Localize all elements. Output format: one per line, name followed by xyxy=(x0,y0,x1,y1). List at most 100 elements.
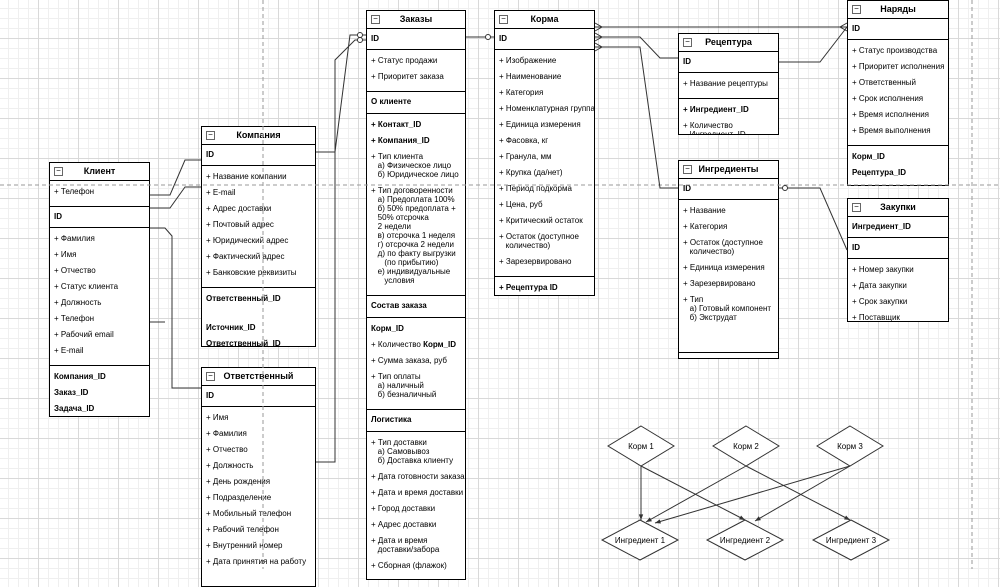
field-row[interactable]: Заказ_ID xyxy=(54,388,89,397)
field-row[interactable]: + Адрес доставки xyxy=(206,204,272,213)
primary-key-field[interactable]: ID xyxy=(679,179,778,200)
field-row[interactable]: Компания_ID xyxy=(54,372,106,381)
field-row[interactable]: + Тип оплаты а) наличный б) безналичный xyxy=(371,372,437,399)
table-header[interactable]: −Ингредиенты xyxy=(679,161,778,179)
primary-key-field[interactable]: ID xyxy=(848,19,948,40)
primary-key-field[interactable]: Ингредиент_ID xyxy=(848,217,948,238)
collapse-toggle-icon[interactable]: − xyxy=(683,38,692,47)
field-row[interactable]: + Банковские реквизиты xyxy=(206,268,297,277)
field-row[interactable]: + Зарезервировано xyxy=(499,257,572,266)
field-row[interactable]: + Статус клиента xyxy=(54,282,119,291)
field-row[interactable]: + Дата закупки xyxy=(852,281,907,290)
field-row[interactable]: + Имя xyxy=(54,250,77,259)
field-row[interactable]: + Номенклатурная группа xyxy=(499,104,595,113)
field-row[interactable]: + Статус производства xyxy=(852,46,938,55)
field-row[interactable]: + Сборная (флажок) xyxy=(371,561,447,570)
primary-key-field[interactable]: ID xyxy=(202,145,315,166)
field-row[interactable]: + Крупка (да/нет) xyxy=(499,168,563,177)
field-row[interactable]: + Гранула, мм xyxy=(499,152,552,161)
field-row[interactable]: + Единица измерения xyxy=(683,263,765,272)
field-row[interactable]: + Номер закупки xyxy=(852,265,914,274)
field-row[interactable]: + Фасовка, кг xyxy=(499,136,549,145)
primary-key-field[interactable]: ID xyxy=(202,386,315,407)
field-row[interactable]: Ответственный_ID xyxy=(206,339,281,347)
field-row[interactable]: + Город доставки xyxy=(371,504,436,513)
field-row[interactable]: + Рабочий телефон xyxy=(206,525,279,534)
collapse-toggle-icon[interactable]: − xyxy=(206,372,215,381)
field-row[interactable]: + Остаток (доступное количество) xyxy=(499,232,579,250)
field-row[interactable]: + Ингредиент_ID xyxy=(683,105,749,114)
field-row[interactable]: + Дата готовности заказа xyxy=(371,472,465,481)
field-row[interactable]: + Поставщик xyxy=(852,313,900,322)
field-row[interactable]: + Название рецептуры xyxy=(683,79,768,88)
field-row[interactable]: + Имя xyxy=(206,413,229,422)
field-row[interactable]: + Время исполнения xyxy=(852,110,930,119)
field-row[interactable]: + Телефон xyxy=(54,314,95,323)
collapse-toggle-icon[interactable]: − xyxy=(206,131,215,140)
field-row[interactable]: + Срок закупки xyxy=(852,297,908,306)
field-row[interactable]: + Должность xyxy=(54,298,102,307)
field-row[interactable]: + Количество Корм_ID xyxy=(367,340,465,349)
field-row[interactable]: + Ответственный xyxy=(852,78,917,87)
field-row[interactable]: + Рабочий email xyxy=(54,330,114,339)
field-row[interactable]: + Тип договоренности а) Предоплата 100% … xyxy=(371,186,456,285)
field-row[interactable]: + Дата и время доставки xyxy=(371,488,464,497)
field-row[interactable]: + Период подкорма xyxy=(499,184,572,193)
field-row[interactable]: + Мобильный телефон xyxy=(206,509,292,518)
field-row[interactable]: + Категория xyxy=(683,222,728,231)
field-row[interactable]: + Срок исполнения xyxy=(852,94,924,103)
field-row[interactable]: + Название xyxy=(683,206,726,215)
field-row[interactable]: + Фамилия xyxy=(206,429,247,438)
field-row[interactable]: + Статус продажи xyxy=(371,56,438,65)
field-row[interactable]: Ответственный_ID xyxy=(206,294,281,303)
collapse-toggle-icon[interactable]: − xyxy=(54,167,63,176)
field-row[interactable]: + Фамилия xyxy=(54,234,95,243)
field-row[interactable]: + Адрес доставки xyxy=(371,520,437,529)
field-row[interactable]: + Цена, руб xyxy=(499,200,543,209)
collapse-toggle-icon[interactable]: − xyxy=(499,15,508,24)
field-row[interactable]: + Контакт_ID xyxy=(371,120,422,129)
field-row[interactable]: Задача_ID xyxy=(54,404,95,413)
field-row[interactable]: + Дата и время доставки/забора xyxy=(371,536,440,554)
field-row[interactable]: + Почтовый адрес xyxy=(206,220,274,229)
field-row[interactable]: + Отчество xyxy=(206,445,248,454)
table-header[interactable]: −Ответственный xyxy=(202,368,315,386)
field-row[interactable]: + Тип доставки а) Самовывоз б) Доставка … xyxy=(371,438,454,465)
table-header[interactable]: −Наряды xyxy=(848,1,948,19)
field-row[interactable]: + Зарезервировано xyxy=(683,279,756,288)
field-row[interactable]: Корм_ID xyxy=(371,324,404,333)
field-row[interactable]: + Тип а) Готовый компонент б) Экструдат xyxy=(683,295,772,322)
table-header[interactable]: −Заказы xyxy=(367,11,465,29)
field-row[interactable]: Источник_ID xyxy=(206,323,256,332)
field-row[interactable]: + Телефон xyxy=(54,187,95,196)
table-header[interactable]: −Рецептура xyxy=(679,34,778,52)
field-row[interactable]: + Дата принятия на работу xyxy=(206,557,307,566)
field-row[interactable]: + День рождения xyxy=(206,477,271,486)
field-row[interactable]: + Изображение xyxy=(499,56,557,65)
field-row[interactable]: + Должность xyxy=(206,461,254,470)
field-row[interactable]: + E-mail xyxy=(54,346,84,355)
primary-key-field[interactable]: ID xyxy=(367,29,465,50)
collapse-toggle-icon[interactable]: − xyxy=(371,15,380,24)
field-row[interactable]: Рецептура_ID xyxy=(852,168,907,177)
field-row[interactable]: + E-mail xyxy=(206,188,236,197)
table-header[interactable]: −Закупки xyxy=(848,199,948,217)
field-row[interactable]: + Тип клиента а) Физическое лицо б) Юрид… xyxy=(371,152,459,179)
field-row[interactable]: + Критический остаток xyxy=(499,216,583,225)
field-row[interactable]: + Приоритет исполнения xyxy=(852,62,945,71)
field-row[interactable]: + Подразделение xyxy=(206,493,272,502)
collapse-toggle-icon[interactable]: − xyxy=(683,165,692,174)
field-row[interactable]: + Отчество xyxy=(54,266,96,275)
field-row[interactable]: + Наименование xyxy=(499,72,562,81)
field-row[interactable]: + Рецептура ID xyxy=(499,283,558,292)
field-row[interactable]: + Время выполнения xyxy=(852,126,931,135)
collapse-toggle-icon[interactable]: − xyxy=(852,203,861,212)
